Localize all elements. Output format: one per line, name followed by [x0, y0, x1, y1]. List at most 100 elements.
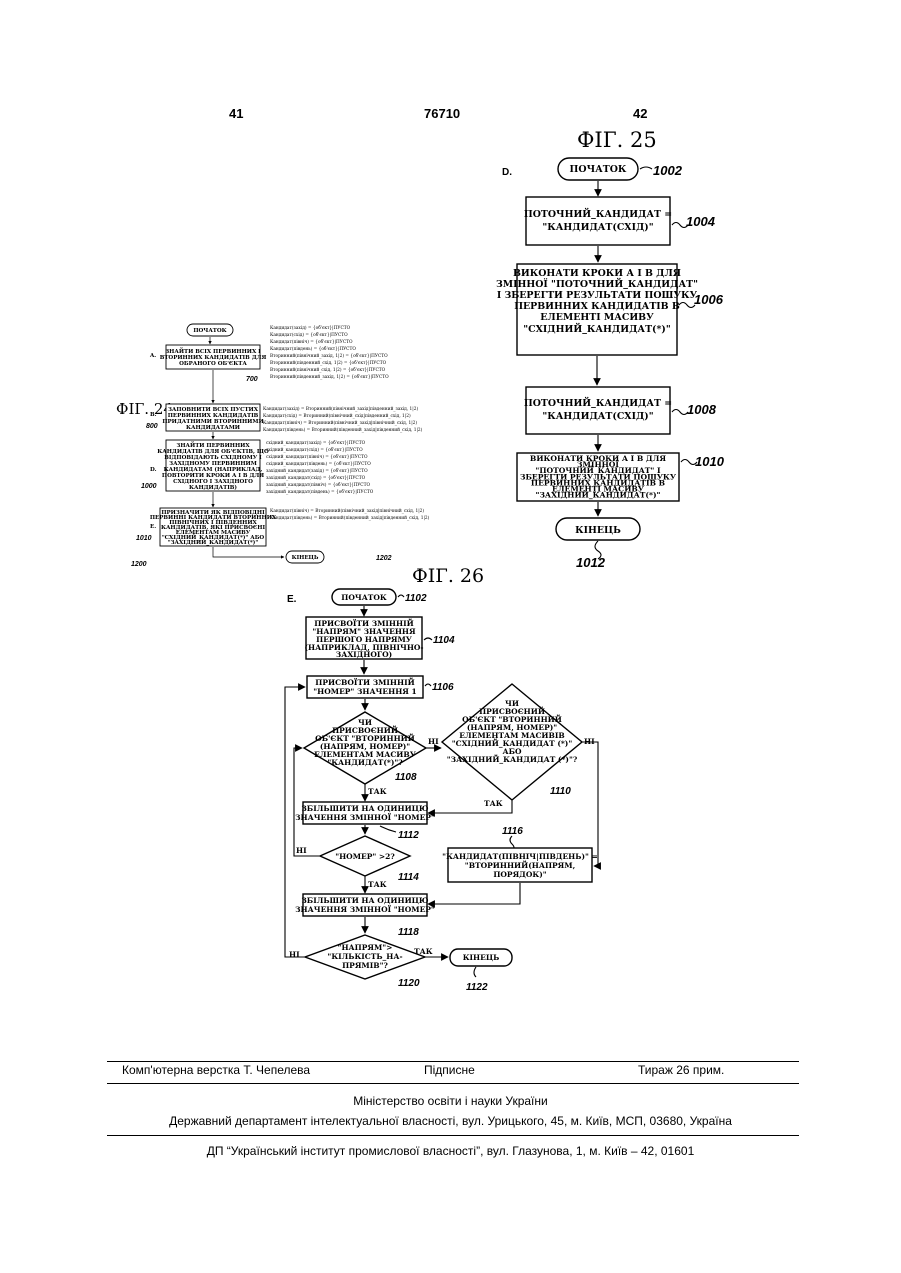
- fig24-e-line-7: "ЗАХІДНИЙ_КАНДИДАТ(*)": [168, 538, 259, 546]
- fig24-annotation-e: Кандидат(північ) = Вторинний(північний_з…: [270, 509, 430, 521]
- fig26-1120-line-3: ПРЯМІВ"?: [342, 961, 388, 970]
- footer-department: Державний департамент інтелектуальної вл…: [0, 1114, 901, 1128]
- fig24-annot-d-6: західний_кандидат(схід) = {об'єкт}|ПУСТО: [266, 476, 366, 481]
- fig25-ref-1012: 1012: [576, 555, 606, 570]
- fig26-1116-line-1: "КАНДИДАТ(ПІВНІЧ|ПІВДЕНЬ)" =: [442, 852, 598, 861]
- fig26-label-no-1108: НІ: [428, 737, 439, 746]
- footer-institute: ДП “Український інститут промислової вла…: [0, 1144, 901, 1158]
- fig24-arrow-5: [213, 547, 284, 557]
- fig26-ref-1110: 1110: [550, 786, 571, 797]
- fig24-annot-d-1: східний_кандидат(захід) = {об'єкт}|ПУСТО: [266, 441, 366, 446]
- fig26-ref-1116: 1116: [502, 826, 523, 837]
- fig25-ref-1008: 1008: [687, 402, 717, 417]
- fig24-ref-1010: 1010: [136, 535, 152, 542]
- fig24-ref-1000: 1000: [141, 483, 157, 490]
- fig25-1006-line-3: І ЗБЕРЕГТИ РЕЗУЛЬТАТИ ПОШУКУ: [497, 290, 698, 301]
- fig26-ref-1112: 1112: [398, 830, 419, 841]
- footer-circulation: Тираж 26 прим.: [638, 1063, 724, 1077]
- fig24-d-line-5: КАНДИДАТАМ (НАПРИКЛАД,: [164, 466, 263, 473]
- footer-ministry: Міністерство освіти і науки України: [0, 1094, 901, 1108]
- fig26-ref-leader-1104: [424, 638, 432, 640]
- fig24-a-line-3: ОБРАНОГО ОБ'ЄКТА: [179, 361, 247, 367]
- fig24-start-label: ПОЧАТОК: [193, 328, 226, 334]
- fig24-end-label: КІНЕЦЬ: [292, 555, 319, 561]
- fig24-annot-e-1: Кандидат(північ) = Вторинний(північний_з…: [270, 509, 424, 514]
- fig26-start-label: ПОЧАТОК: [341, 593, 387, 602]
- fig24-flowchart: ПОЧАТОК A. ЗНАЙТИ ВСІХ ПЕРВИННИХ І ВТОРИ…: [131, 324, 430, 568]
- fig24-annot-a-7: Вторинний(північний_схід, 1|2) = {об'єкт…: [270, 368, 386, 373]
- fig26-ref-1118: 1118: [398, 927, 419, 938]
- fig26-1110-line-8: "ЗАХІДНИЙ_КАНДИДАТ (*)"?: [447, 754, 578, 764]
- fig25-end-label: КІНЕЦЬ: [575, 525, 621, 536]
- fig26-1106-line-2: "НОМЕР" ЗНАЧЕННЯ 1: [313, 687, 417, 696]
- fig24-annot-a-6: Вторинний(південний_схід, 1|2) = {об'єкт…: [270, 361, 387, 366]
- fig24-annot-d-2: східний_кандидат(схід) = {об'єкт}|ПУСТО: [266, 448, 363, 453]
- fig26-1116-line-3: ПОРЯДОК)": [493, 870, 546, 879]
- fig26-ref-1106: 1106: [432, 682, 454, 693]
- fig26-1120-line-2: "КІЛЬКІСТЬ_НА-: [327, 952, 402, 961]
- fig24-annot-d-7: західний_кандидат(північ) = {об'єкт}|ПУС…: [266, 483, 370, 488]
- fig24-annot-a-2: Кандидат(схід) = {об'єкт}|ПУСТО: [270, 333, 348, 338]
- fig26-1120-line-1: "НАПРЯМ">: [338, 943, 393, 952]
- fig24-b-line-4: КАНДИДАТАМИ: [186, 425, 240, 431]
- fig26-label-yes-1110: ТАК: [484, 799, 503, 808]
- fig26-label-no-1110: НІ: [584, 737, 595, 746]
- fig26-flowchart: E. ПОЧАТОК 1102 ПРИСВОЇТИ ЗМІННІЙ "НАПРЯ…: [285, 589, 598, 993]
- fig25-flowchart: D. ПОЧАТОК 1002 ПОТОЧНИЙ_КАНДИДАТ = "КАН…: [496, 158, 725, 570]
- fig24-annot-d-3: східний_кандидат(північ) = {об'єкт}|ПУСТ…: [266, 455, 368, 460]
- flowcharts-canvas: D. ПОЧАТОК 1002 ПОТОЧНИЙ_КАНДИДАТ = "КАН…: [0, 0, 901, 1060]
- fig26-1108-line-6: "КАНДИДАТ(*)"?: [327, 758, 403, 767]
- fig24-d-line-8: КАНДИДАТІВ): [189, 484, 237, 491]
- fig25-1006-line-6: "СХІДНИЙ_КАНДИДАТ(*)": [523, 322, 670, 335]
- fig24-annotation-d: східний_кандидат(захід) = {об'єкт}|ПУСТО…: [266, 441, 374, 495]
- footer-divider-top: [107, 1061, 799, 1062]
- fig24-annot-b-2: Кандидат(схід) = Вторинний(північний_схі…: [263, 414, 411, 419]
- fig26-end-label: КІНЕЦЬ: [463, 953, 500, 962]
- fig24-annot-e-2: Кандидат(південь) = Вторинний(південний_…: [270, 516, 430, 521]
- fig24-step-b-letter: B.: [150, 412, 157, 418]
- fig24-annot-a-3: Кандидат(північ) = {об'єкт}|ПУСТО: [270, 340, 353, 345]
- fig25-letter: D.: [502, 167, 512, 178]
- fig25-1008-line-1: ПОТОЧНИЙ_КАНДИДАТ =: [524, 396, 672, 409]
- fig25-1010-line-7: "ЗАХІДНИЙ_КАНДИДАТ(*)": [535, 490, 660, 500]
- fig24-annotation-b: Кандидат(захід) = Вторинний(північний_за…: [263, 407, 423, 433]
- fig25-ref-1002: 1002: [653, 163, 683, 178]
- fig24-annotation-a: Кандидат(захід) = {об'єкт}|ПУСТО Кандида…: [270, 326, 389, 380]
- fig24-d-line-1: ЗНАЙТИ ПЕРВИННИХ: [176, 441, 250, 449]
- fig26-ref-1120: 1120: [398, 978, 420, 989]
- fig24-annot-a-8: Вторинний(південний_захід, 1|2) = {об'єк…: [270, 375, 389, 380]
- fig24-annot-d-8: західний_кандидат(південь) = {об'єкт}|ПУ…: [266, 490, 374, 495]
- fig24-ref-800: 800: [146, 423, 158, 430]
- fig24-ref-1202: 1202: [376, 555, 392, 562]
- fig24-annot-a-4: Кандидат(південь) = {об'єкт}|ПУСТО: [270, 347, 356, 352]
- fig26-1114-line-1: "НОМЕР" >2?: [335, 852, 395, 861]
- footer-signed: Підписне: [424, 1063, 475, 1077]
- fig25-ref-1010: 1010: [695, 454, 725, 469]
- fig24-step-d-letter: D.: [150, 467, 157, 473]
- fig24-annot-a-5: Вторинний(північний_захід, 1|2) = {об'єк…: [270, 354, 388, 359]
- fig26-ref-1114: 1114: [398, 872, 419, 883]
- fig26-label-yes-1108: ТАК: [368, 787, 387, 796]
- fig25-1004-line-1: ПОТОЧНИЙ_КАНДИДАТ =: [524, 207, 672, 220]
- fig26-1112-line-2: ЗНАЧЕННЯ ЗМІННОЇ "НОМЕР": [295, 813, 435, 822]
- fig24-a-line-1: ЗНАЙТИ ВСІХ ПЕРВИННИХ І: [165, 347, 261, 355]
- fig25-1006-line-5: ЕЛЕМЕНТІ МАСИВУ: [540, 312, 654, 323]
- fig24-annot-b-1: Кандидат(захід) = Вторинний(північний_за…: [263, 407, 418, 412]
- fig25-1006-line-1: ВИКОНАТИ КРОКИ А І В ДЛЯ: [513, 268, 681, 279]
- fig25-ref-1006: 1006: [694, 292, 724, 307]
- fig25-1006-line-4: ПЕРВИННИХ КАНДИДАТІВ В: [514, 301, 680, 312]
- fig26-ref-1102: 1102: [405, 593, 427, 604]
- fig26-ref-leader-1102: [398, 595, 404, 597]
- fig24-annot-a-1: Кандидат(захід) = {об'єкт}|ПУСТО: [270, 326, 351, 331]
- fig26-1116-line-2: "ВТОРИННИЙ(НАПРЯМ,: [465, 860, 575, 870]
- fig24-annot-d-4: східний_кандидат(південь) = {об'єкт}|ПУС…: [266, 462, 371, 467]
- fig26-1112-line-1: ЗБІЛЬШИТИ НА ОДИНИЦЮ: [301, 804, 429, 813]
- fig26-label-no-1114: НІ: [296, 846, 307, 855]
- fig26-arrow-no-1120: [285, 687, 305, 957]
- fig26-ref-leader-1122: [474, 967, 476, 977]
- fig25-1008-line-2: "КАНДИДАТ(СХІД)": [542, 411, 653, 422]
- footer-typesetting: Комп'ютерна верстка Т. Чепелева: [122, 1063, 310, 1077]
- fig26-label-yes-1120: ТАК: [414, 947, 433, 956]
- fig26-label-yes-1114: ТАК: [368, 880, 387, 889]
- fig24-annot-b-3: Кандидат(північ) = Вторинний(північний_з…: [263, 421, 417, 426]
